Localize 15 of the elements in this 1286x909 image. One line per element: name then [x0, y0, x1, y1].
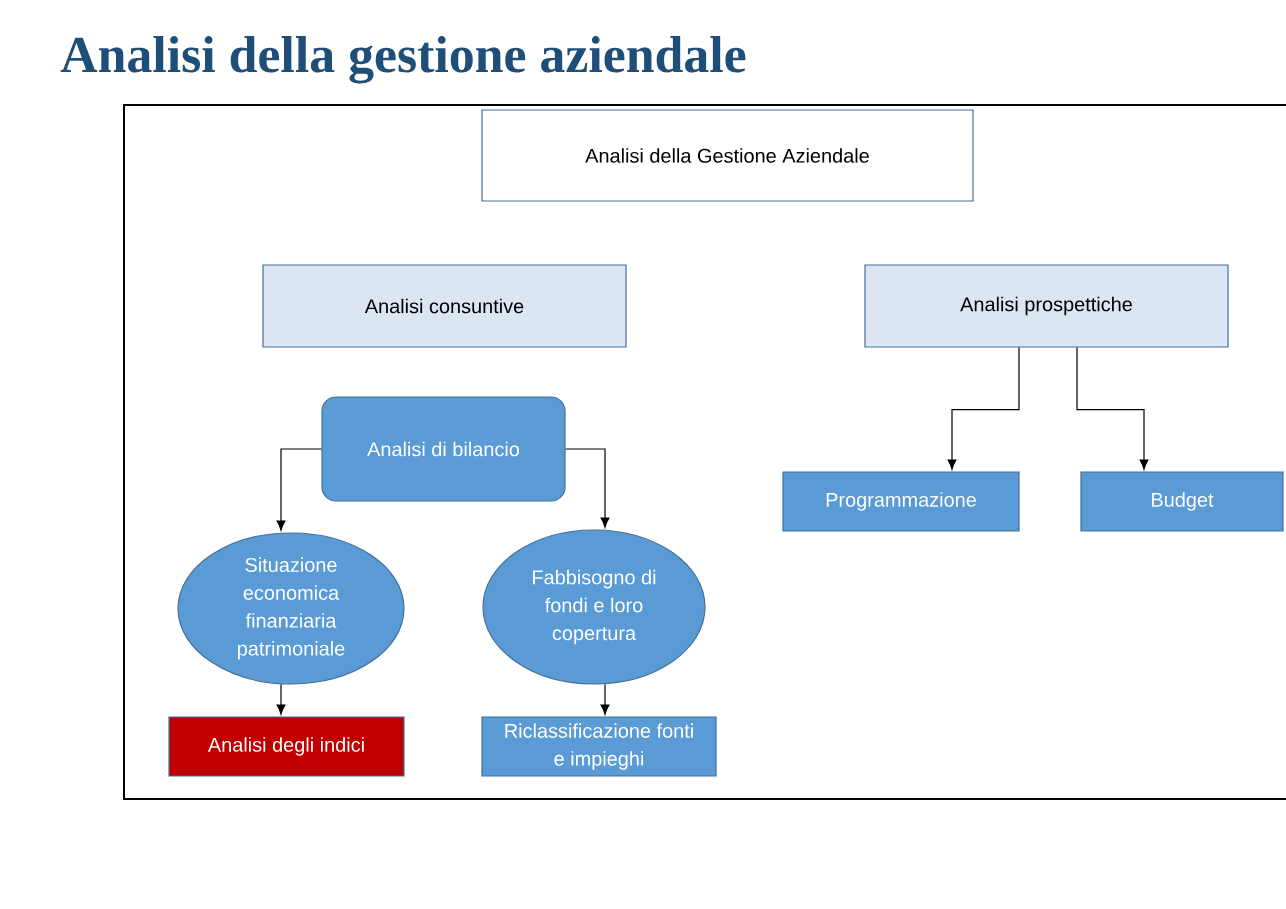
- process-box: Analisi degli indici: [168, 716, 405, 777]
- category-box: Analisi consuntive: [262, 264, 627, 348]
- arrow: [1076, 347, 1149, 470]
- process-box: Programmazione: [782, 471, 1020, 532]
- arrow: [565, 448, 610, 528]
- category-box: Analisi prospettiche: [864, 264, 1229, 348]
- arrow: [276, 448, 322, 531]
- heading-box: Analisi della Gestione Aziendale: [481, 109, 974, 202]
- arrow: [276, 684, 286, 715]
- process-box: Riclassificazione fonti e impieghi: [481, 716, 717, 777]
- process-box: Budget: [1080, 471, 1284, 532]
- title: Analisi della gestione aziendale: [60, 36, 746, 84]
- arrow: [947, 347, 1020, 470]
- rounded-box: Analisi di bilancio: [321, 396, 566, 502]
- arrow: [600, 684, 610, 715]
